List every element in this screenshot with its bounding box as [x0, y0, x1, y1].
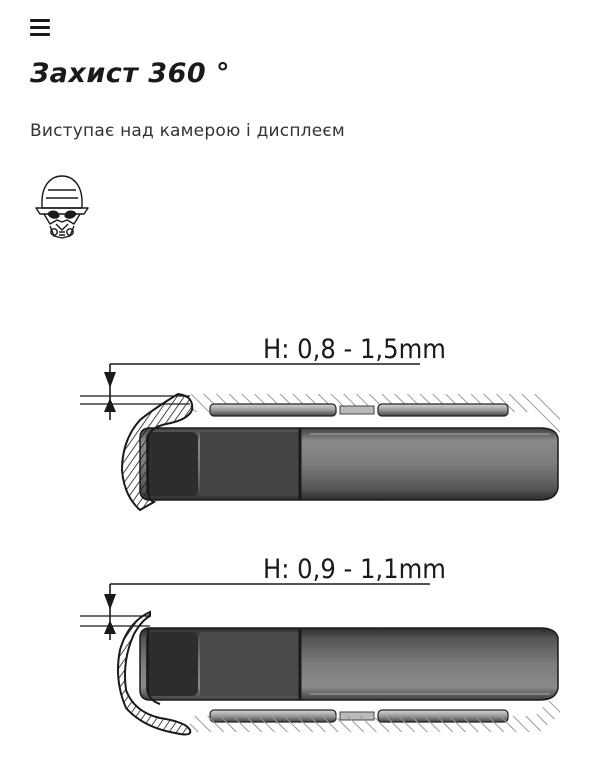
- diagram-bottom: H: 0,9 - 1,1mm: [80, 554, 560, 736]
- menu-button[interactable]: [30, 16, 50, 38]
- stormtrooper-helmet-icon: [35, 175, 89, 239]
- dimension-label-top: H: 0,8 - 1,5mm: [263, 334, 446, 365]
- page-title: Захист 360 °: [30, 58, 231, 89]
- hamburger-menu-icon: [30, 18, 50, 22]
- dimension-label-bottom: H: 0,9 - 1,1mm: [263, 554, 446, 585]
- page-subtitle: Виступає над камерою і дисплеєм: [30, 121, 345, 141]
- diagram-top: H: 0,8 - 1,5mm: [80, 334, 560, 512]
